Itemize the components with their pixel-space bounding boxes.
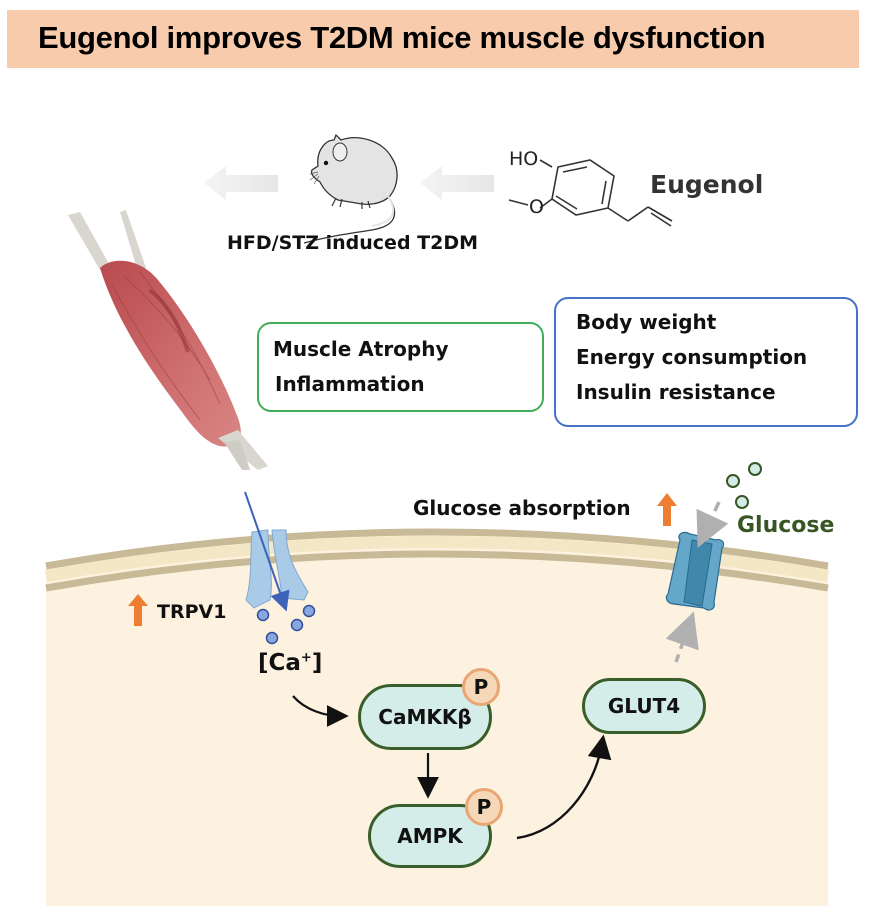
glut4-node: GLUT4 xyxy=(582,678,706,734)
hydroxyl-label: HO xyxy=(509,148,539,170)
flow-arrow-left-2 xyxy=(420,166,494,200)
glucose-entry-arrow xyxy=(696,501,729,548)
camkkb-phospho-badge: P xyxy=(462,668,500,706)
insulin-resistance-label: Insulin resistance xyxy=(576,380,776,404)
eugenol-structure xyxy=(508,159,673,227)
glucose-absorption-up-arrow xyxy=(657,493,677,526)
glucose-molecules xyxy=(726,462,762,509)
methoxy-label: O xyxy=(529,196,544,218)
compound-label: Eugenol xyxy=(650,170,764,199)
eugenol-entry-arrow xyxy=(244,491,290,612)
ampk-phospho-badge: P xyxy=(465,788,503,826)
glucose-label: Glucose xyxy=(737,513,835,538)
flow-arrow-left-1 xyxy=(204,166,278,200)
glut4-transporter xyxy=(665,531,725,611)
metabolic-effects-box xyxy=(554,297,858,427)
body-weight-label: Body weight xyxy=(576,310,717,334)
mouse-icon xyxy=(303,133,398,244)
glucose-absorption-label: Glucose absorption xyxy=(413,496,631,520)
calcium-ions xyxy=(256,604,316,645)
diagram-title: Eugenol improves T2DM mice muscle dysfun… xyxy=(38,20,766,55)
trpv1-label: TRPV1 xyxy=(157,601,227,623)
energy-consumption-label: Energy consumption xyxy=(576,345,808,369)
glut4-translocation-arrow xyxy=(665,611,699,663)
calcium-label: [Ca+] xyxy=(258,650,323,676)
muscle-atrophy-label: Muscle Atrophy xyxy=(273,337,449,361)
ca-to-camkkb-arrow xyxy=(292,695,349,727)
ampk-to-glut4-arrow xyxy=(516,734,612,840)
muscle-effects-box xyxy=(257,322,544,412)
trpv1-up-arrow xyxy=(128,594,148,626)
title-banner xyxy=(7,10,859,68)
muscle-icon xyxy=(68,210,268,470)
model-label: HFD/STZ induced T2DM xyxy=(227,232,479,254)
inflammation-label: Inflammation xyxy=(275,372,425,396)
